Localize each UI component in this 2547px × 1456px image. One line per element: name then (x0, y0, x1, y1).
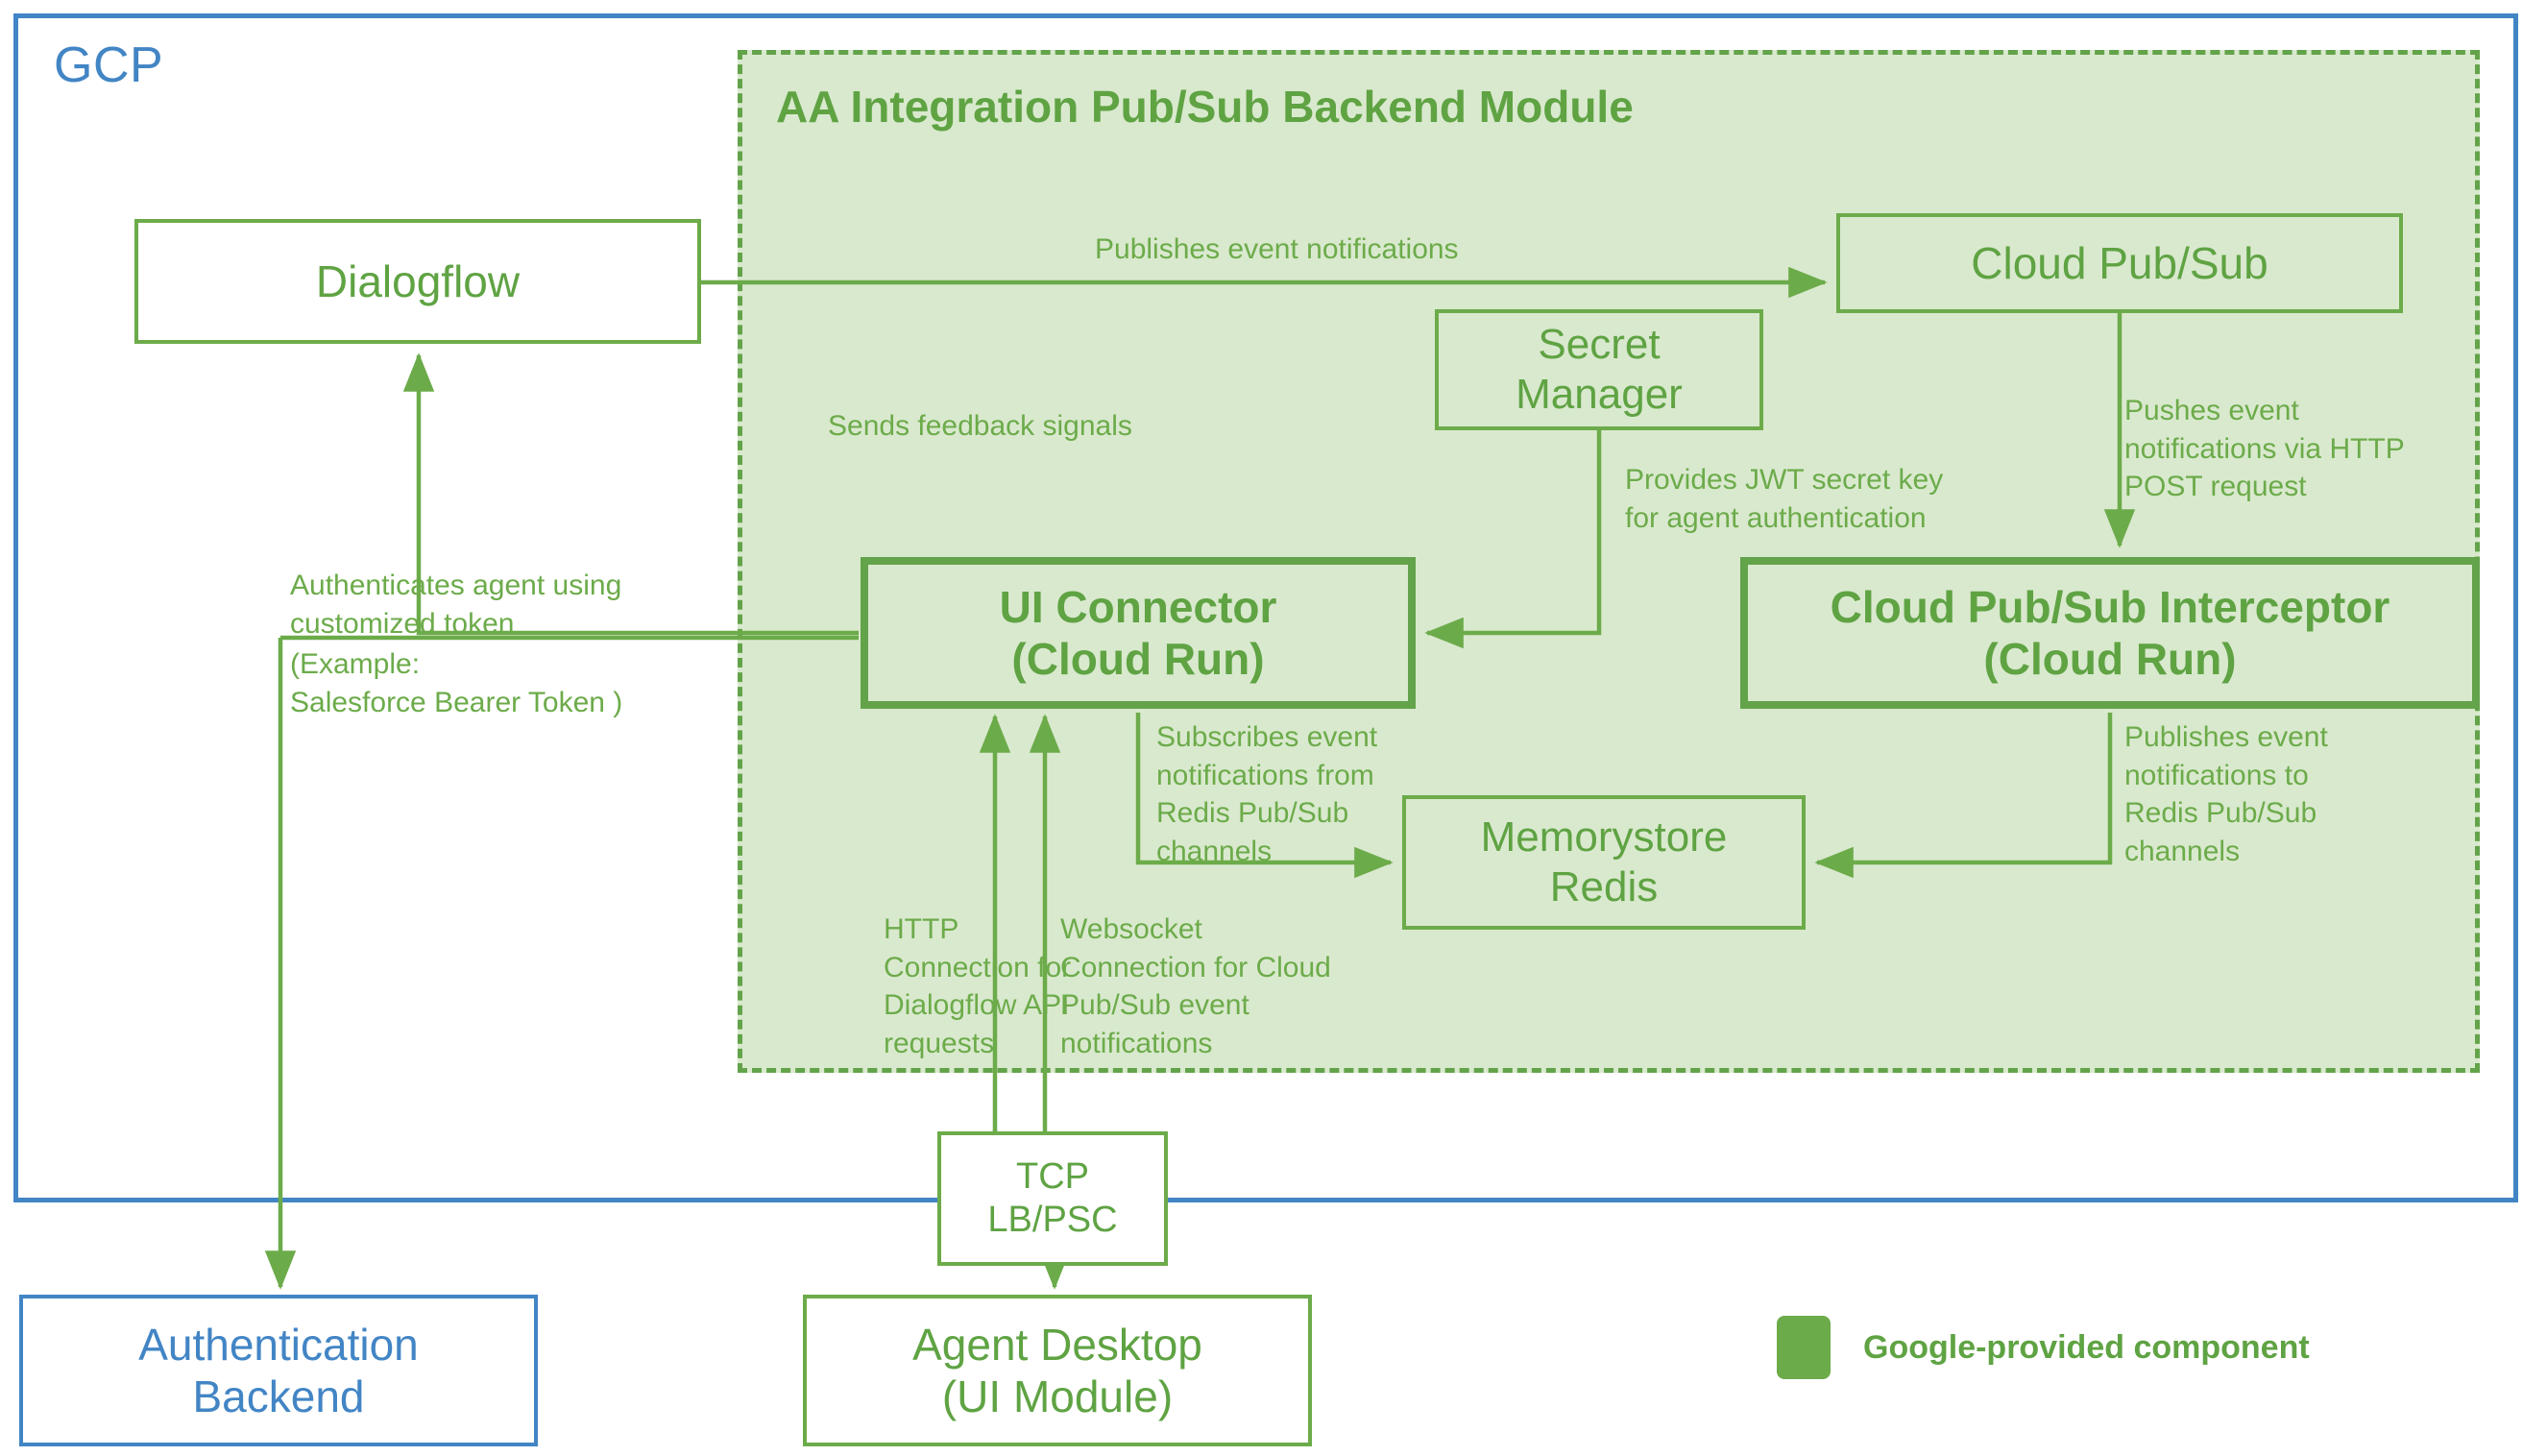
edge-label-publishes-redis: Publishes event notifications to Redis P… (2124, 721, 2328, 867)
node-secret-manager-label: Secret Manager (1516, 321, 1683, 418)
gcp-boundary (13, 13, 2518, 1202)
edge-label-feedback-signals: Sends feedback signals (828, 410, 1132, 442)
legend-label: Google-provided component (1863, 1328, 2310, 1366)
node-authentication-backend-label: Authentication Backend (138, 1319, 419, 1421)
node-memorystore-redis[interactable]: Memorystore Redis (1402, 795, 1806, 930)
node-authentication-backend[interactable]: Authentication Backend (19, 1295, 538, 1446)
node-agent-desktop[interactable]: Agent Desktop (UI Module) (803, 1295, 1312, 1446)
node-tcp-lb-psc[interactable]: TCP LB/PSC (937, 1131, 1168, 1266)
module-title: AA Integration Pub/Sub Backend Module (776, 82, 1634, 132)
edge-label-http-connection: HTTP Connection for Dialogflow API reque… (884, 913, 1072, 1059)
node-agent-desktop-label: Agent Desktop (UI Module) (912, 1319, 1202, 1421)
edge-label-subscribes-redis: Subscribes event notifications from Redi… (1156, 721, 1378, 867)
edge-label-authenticates-example: (Example: Salesforce Bearer Token ) (290, 648, 623, 718)
edge-label-publishes-events: Publishes event notifications (1095, 233, 1459, 265)
legend-swatch-icon (1777, 1316, 1831, 1379)
node-ui-connector[interactable]: UI Connector (Cloud Run) (861, 557, 1416, 709)
node-cloud-pubsub-interceptor[interactable]: Cloud Pub/Sub Interceptor (Cloud Run) (1740, 557, 2480, 709)
edge-label-jwt-secret: Provides JWT secret key for agent authen… (1625, 464, 1944, 534)
node-ui-connector-label: UI Connector (Cloud Run) (999, 581, 1277, 684)
gcp-label: GCP (54, 37, 164, 93)
node-cloud-pubsub-interceptor-label: Cloud Pub/Sub Interceptor (Cloud Run) (1830, 581, 2390, 684)
node-secret-manager[interactable]: Secret Manager (1435, 309, 1763, 430)
node-memorystore-redis-label: Memorystore Redis (1480, 813, 1728, 910)
edge-label-websocket-connection: Websocket Connection for Cloud Pub/Sub e… (1060, 913, 1331, 1059)
edge-label-pushes-events: Pushes event notifications via HTTP POST… (2124, 395, 2405, 503)
edge-label-authenticates-agent: Authenticates agent using customized tok… (290, 570, 622, 640)
node-dialogflow[interactable]: Dialogflow (134, 219, 701, 344)
node-dialogflow-label: Dialogflow (315, 255, 521, 306)
node-tcp-lb-psc-label: TCP LB/PSC (987, 1156, 1118, 1240)
node-cloud-pubsub-label: Cloud Pub/Sub (1971, 237, 2268, 288)
node-cloud-pubsub[interactable]: Cloud Pub/Sub (1836, 213, 2403, 313)
legend: Google-provided component (1777, 1316, 2310, 1379)
